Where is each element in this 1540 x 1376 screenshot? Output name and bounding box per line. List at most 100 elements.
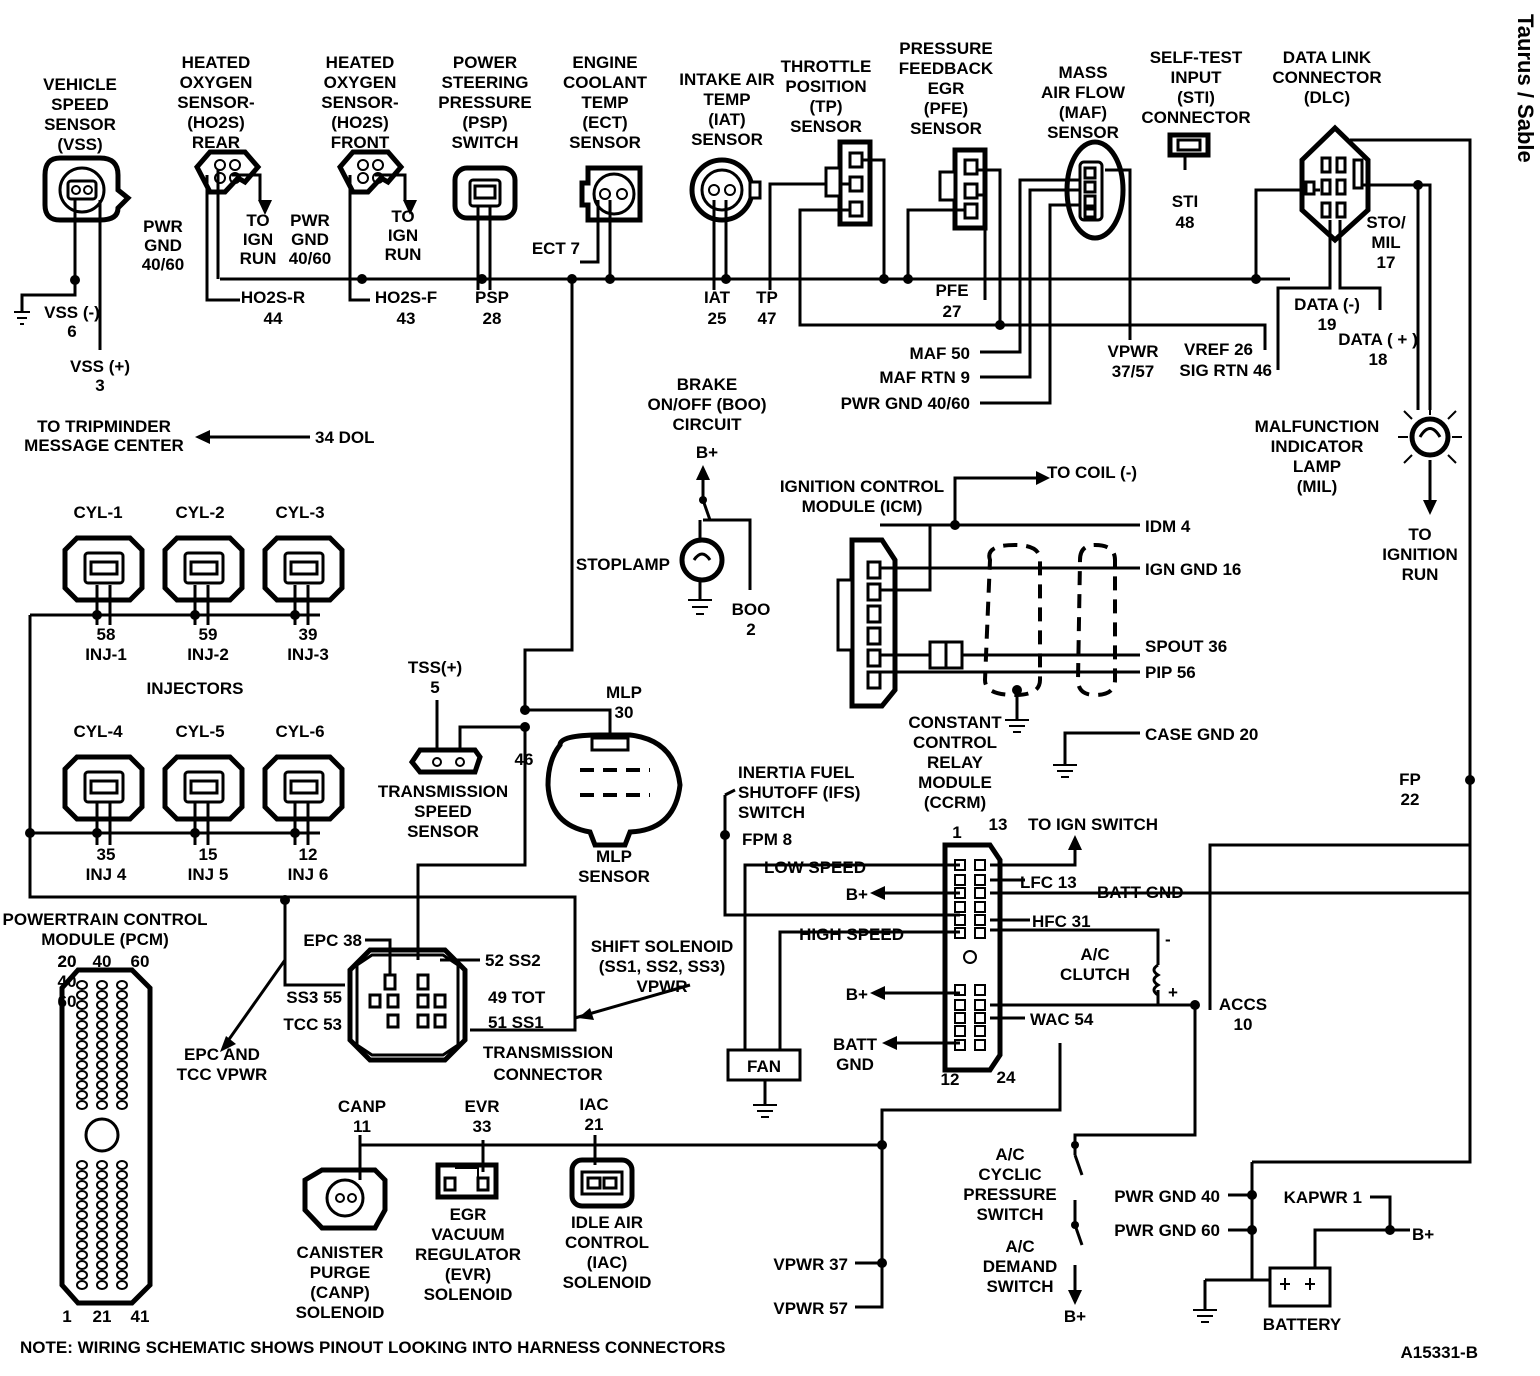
labels-tcc: TCC 53 bbox=[283, 1015, 342, 1034]
ect-title-line-0: ENGINE bbox=[572, 53, 637, 72]
labels-mlp-line-1: 30 bbox=[615, 703, 634, 722]
dlc-title-line-0: DATA LINK bbox=[1283, 48, 1372, 67]
labels-pwrgnd40: PWR GND 40 bbox=[1114, 1187, 1220, 1206]
labels-maf50: MAF 50 bbox=[910, 344, 970, 363]
labels-canp_sol-line-2: (CANP) bbox=[310, 1283, 370, 1302]
pcm-pin bbox=[116, 1180, 128, 1190]
labels-idm: IDM 4 bbox=[1145, 517, 1191, 536]
pcm-pin bbox=[116, 1030, 128, 1040]
labels-brake-line-2: CIRCUIT bbox=[673, 415, 743, 434]
pcm-pin bbox=[96, 1060, 108, 1070]
labels-iac_sol-line-3: SOLENOID bbox=[563, 1273, 652, 1292]
pcm-pin bbox=[116, 980, 128, 990]
labels-ho2s_r-line-0: HO2S-R bbox=[241, 288, 305, 307]
pcm-pin bbox=[76, 1270, 88, 1280]
pcm-pin bbox=[76, 1180, 88, 1190]
labels-vss_neg-line-0: VSS (-) bbox=[44, 303, 100, 322]
pcm-pin bbox=[116, 1090, 128, 1100]
pcm-pin bbox=[96, 1030, 108, 1040]
cyl-3: CYL-3 bbox=[275, 503, 324, 522]
labels-batt_gnd: BATT GND bbox=[1097, 883, 1184, 902]
ccrm-bplus-1: B+ bbox=[846, 885, 868, 904]
labels-fp-line-0: FP bbox=[1399, 770, 1421, 789]
pcm-pin bbox=[76, 990, 88, 1000]
labels-ccrm-line-4: (CCRM) bbox=[924, 793, 986, 812]
icm-connector bbox=[836, 537, 1117, 709]
labels-tp-line-1: 47 bbox=[758, 309, 777, 328]
labels-to_ign_run_mil-line-0: TO bbox=[1408, 525, 1431, 544]
labels-tp-line-0: TP bbox=[756, 288, 778, 307]
pcm-bottom-pin-1: 1 bbox=[62, 1307, 71, 1326]
labels-to_ign_run_f-line-0: TO bbox=[391, 207, 414, 226]
psp-title-line-4: SWITCH bbox=[451, 133, 518, 152]
pcm-pin bbox=[96, 1260, 108, 1270]
labels-injectors: INJECTORS bbox=[147, 679, 244, 698]
pcm-pin bbox=[116, 1200, 128, 1210]
labels-ccrm-line-2: RELAY bbox=[927, 753, 984, 772]
tp-title-line-1: POSITION bbox=[785, 77, 866, 96]
pcm-pin bbox=[96, 1020, 108, 1030]
canp-connector bbox=[302, 1167, 388, 1231]
labels-tripminder-line-0: TO TRIPMINDER bbox=[37, 417, 171, 436]
pcm-pin bbox=[116, 990, 128, 1000]
psp-title-line-2: PRESSURE bbox=[438, 93, 532, 112]
battery-bplus: B+ bbox=[1412, 1225, 1434, 1244]
labels-igngnd: IGN GND 16 bbox=[1145, 560, 1241, 579]
labels-pin1: 1 bbox=[952, 823, 961, 842]
psp-title-line-0: POWER bbox=[453, 53, 517, 72]
labels-iat-line-1: 25 bbox=[708, 309, 727, 328]
labels-evr-line-1: 33 bbox=[473, 1117, 492, 1136]
figure-id: A15331-B bbox=[1401, 1343, 1479, 1362]
maf-title-line-1: AIR FLOW bbox=[1041, 83, 1126, 102]
labels-casegnd: CASE GND 20 bbox=[1145, 725, 1258, 744]
labels-brake-line-1: ON/OFF (BOO) bbox=[648, 395, 767, 414]
labels-fpm: FPM 8 bbox=[742, 830, 792, 849]
pcm-pin bbox=[116, 1260, 128, 1270]
maf-title-line-2: (MAF) bbox=[1059, 103, 1107, 122]
labels-accs-line-1: 10 bbox=[1234, 1015, 1253, 1034]
labels-pfe-line-1: 27 bbox=[943, 302, 962, 321]
tp-title-line-2: (TP) bbox=[809, 97, 842, 116]
labels-fp-line-1: 22 bbox=[1401, 790, 1420, 809]
cyl-6: CYL-6 bbox=[275, 722, 324, 741]
labels-evr_sol-line-1: VACUUM bbox=[431, 1225, 504, 1244]
vss-title-line-1: SPEED bbox=[51, 95, 109, 114]
pcm-pin bbox=[96, 1080, 108, 1090]
pcm-pin bbox=[76, 1190, 88, 1200]
pcm-pin bbox=[96, 1160, 108, 1170]
labels-dol: 34 DOL bbox=[315, 428, 375, 447]
pcm-pin bbox=[96, 1190, 108, 1200]
labels-pwr_gnd_r-line-1: GND bbox=[144, 236, 182, 255]
ho2s-rear-title-line-4: REAR bbox=[192, 133, 240, 152]
labels-epc_tcc-line-0: EPC AND bbox=[184, 1045, 260, 1064]
labels-ho2s_r-line-1: 44 bbox=[264, 309, 283, 328]
pcm-pin bbox=[116, 1280, 128, 1290]
labels-mil-line-3: (MIL) bbox=[1297, 477, 1338, 496]
pcm-pin bbox=[96, 1100, 108, 1110]
ho2s-front-title-line-2: SENSOR- bbox=[321, 93, 398, 112]
sti-connector bbox=[1167, 132, 1211, 170]
labels-to_ign_run_f-line-2: RUN bbox=[385, 245, 422, 264]
cyl-1: CYL-1 bbox=[73, 503, 122, 522]
labels-iac_sol-line-1: CONTROL bbox=[565, 1233, 649, 1252]
labels-pcm_top-line-0: 20 bbox=[58, 952, 77, 971]
labels-mil-line-1: INDICATOR bbox=[1271, 437, 1364, 456]
pcm-pin bbox=[76, 1080, 88, 1090]
iat-title-line-1: TEMP bbox=[703, 90, 750, 109]
labels-ss1: 51 SS1 bbox=[488, 1013, 544, 1032]
labels-vpwr37: VPWR 37 bbox=[773, 1255, 848, 1274]
mil-lamp bbox=[1398, 407, 1462, 464]
labels-ifs-line-0: INERTIA FUEL bbox=[738, 763, 854, 782]
labels-data_neg-line-0: DATA (-) bbox=[1294, 295, 1360, 314]
pfe-title-line-0: PRESSURE bbox=[899, 39, 993, 58]
pcm-pin bbox=[96, 1040, 108, 1050]
ho2s-front-title-line-1: OXYGEN bbox=[324, 73, 397, 92]
pfe-title-line-3: (PFE) bbox=[924, 99, 968, 118]
labels-low_speed: LOW SPEED bbox=[764, 858, 866, 877]
labels-pwr_gnd_f-line-0: PWR bbox=[290, 211, 330, 230]
labels-psp-line-1: 28 bbox=[483, 309, 502, 328]
pcm-pin bbox=[116, 1060, 128, 1070]
evr-connector bbox=[435, 1162, 499, 1200]
pcm-pin bbox=[96, 1050, 108, 1060]
